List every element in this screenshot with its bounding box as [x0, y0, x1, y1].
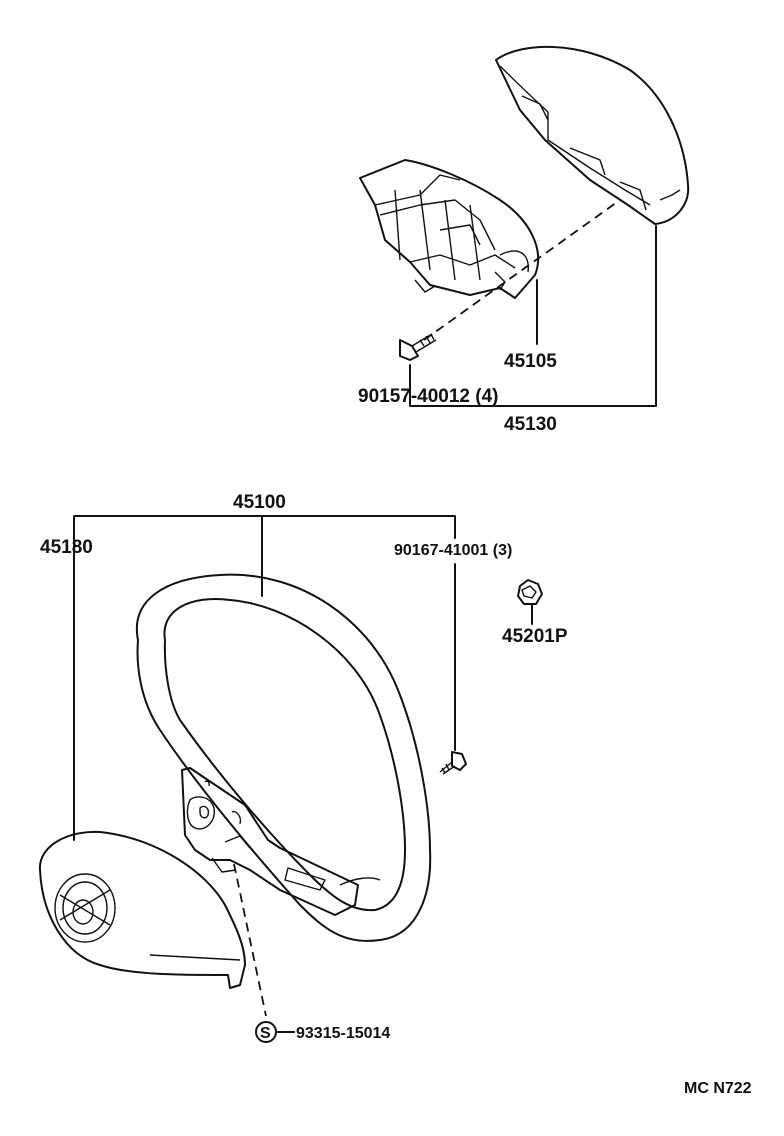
label-wheel-screw: 90167-41001 (3): [394, 542, 512, 559]
steering-wheel-rim: [135, 573, 432, 942]
label-pad-assembly: 45130: [504, 414, 557, 435]
wheel-screw-icon: [439, 751, 467, 775]
label-steering-wheel-cover: 45180: [40, 537, 93, 558]
wheel-bolt-symbol-letter: S: [260, 1025, 271, 1042]
steering-wheel-nut-icon: [517, 579, 543, 605]
label-pad-sub-assembly: 45105: [504, 351, 557, 372]
leader-45100: [73, 515, 456, 841]
label-wheel-bolt: 93315-15014: [296, 1025, 390, 1042]
label-steering-wheel-assembly: 45100: [233, 492, 286, 513]
pad-assembly-dash: [423, 199, 621, 341]
pad-sub-assembly: [359, 159, 540, 299]
steering-wheel-cover: [38, 830, 246, 989]
pad-screw-icon: [399, 333, 437, 361]
label-steering-wheel-nut: 45201P: [502, 626, 568, 647]
steering-wheel-hub: [181, 767, 381, 916]
label-pad-screw: 90157-40012 (4): [358, 386, 499, 407]
wheel-bolt-dash: [233, 863, 267, 1017]
leader-45130: [409, 225, 657, 407]
pad-cover: [495, 45, 690, 225]
wheel-bolt-symbol-icon: [255, 1021, 277, 1043]
diagram-code: MC N722: [684, 1080, 752, 1097]
